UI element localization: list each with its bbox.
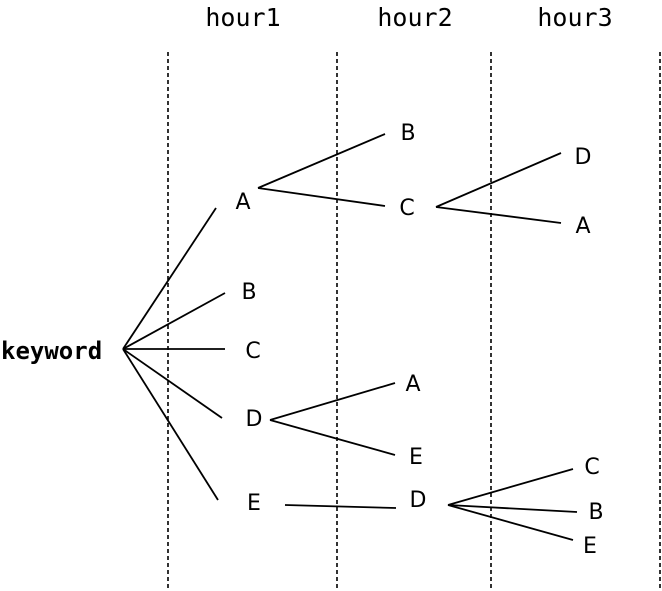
edge-c-a: [435, 206, 562, 224]
node-h1-a: A: [235, 190, 250, 215]
root-node-keyword: keyword: [1, 337, 102, 365]
hour2-header: hour2: [377, 3, 452, 32]
edge-e-d: [284, 504, 397, 509]
node-h3-b: B: [588, 500, 603, 525]
node-h2-e: E: [409, 445, 423, 470]
node-h1-b: B: [241, 280, 256, 305]
node-h2-d: D: [410, 488, 427, 513]
edge-d-a: [269, 382, 396, 421]
edge-keyword-b: [122, 292, 226, 350]
node-h3-c: C: [584, 455, 599, 480]
node-h2-b: B: [400, 121, 415, 146]
node-h1-c: C: [245, 339, 260, 364]
node-h3-a: A: [575, 214, 590, 239]
node-h3-d: D: [575, 145, 592, 170]
edge-keyword-d: [122, 348, 223, 419]
edge-d-e2: [447, 504, 574, 541]
hour3-header: hour3: [537, 3, 612, 32]
edge-keyword-a: [122, 207, 217, 350]
edge-c-d: [435, 152, 562, 208]
edge-d-e: [269, 419, 396, 456]
node-h2-a: A: [405, 372, 420, 397]
edge-d-b: [447, 504, 578, 513]
node-h3-e: E: [583, 534, 597, 559]
hour1-header: hour1: [205, 3, 280, 32]
edge-d-c: [447, 468, 574, 506]
edge-keyword-e: [122, 348, 219, 501]
node-h2-c: C: [399, 196, 414, 221]
node-h1-d: D: [246, 407, 263, 432]
edge-a-c: [257, 187, 386, 207]
node-h1-e: E: [247, 491, 261, 516]
edge-a-b: [257, 133, 386, 189]
